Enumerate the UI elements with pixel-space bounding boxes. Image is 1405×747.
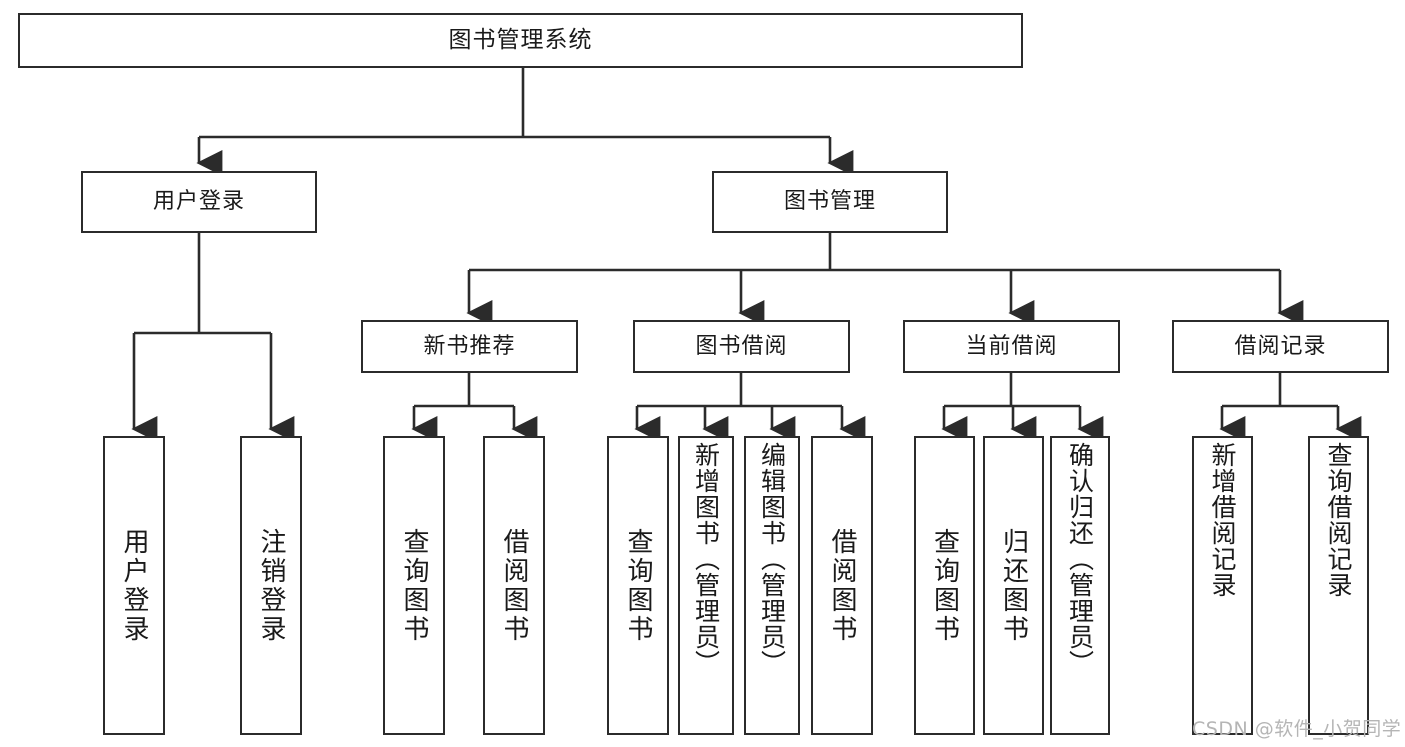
node-label: 用户登录: [152, 189, 245, 215]
node-label: 新书推荐: [423, 333, 516, 359]
node-leaf-query-book-borrow[interactable]: 查询图书: [607, 436, 669, 735]
node-label: 注销登录: [256, 527, 286, 644]
node-label: 新增借阅记录: [1208, 442, 1237, 598]
node-label: 借阅图书: [499, 527, 529, 644]
node-leaf-query-borrow-record[interactable]: 查询借阅记录: [1308, 436, 1369, 735]
node-label: 借阅记录: [1234, 333, 1327, 359]
node-leaf-add-borrow-record[interactable]: 新增借阅记录: [1192, 436, 1253, 735]
node-leaf-borrow-book-recommend[interactable]: 借阅图书: [483, 436, 545, 735]
node-user-login[interactable]: 用户登录: [81, 171, 317, 233]
node-label: 查询图书: [623, 527, 653, 644]
node-leaf-confirm-return[interactable]: 确认归还（管理员）: [1050, 436, 1110, 735]
node-label: 当前借阅: [965, 333, 1058, 359]
node-leaf-add-book[interactable]: 新增图书（管理员）: [678, 436, 734, 735]
node-leaf-query-book-recommend[interactable]: 查询图书: [383, 436, 445, 735]
node-book-borrow[interactable]: 图书借阅: [633, 320, 850, 373]
node-label: 图书借阅: [695, 333, 788, 359]
node-label: 用户登录: [119, 527, 149, 644]
node-new-book-recommend[interactable]: 新书推荐: [361, 320, 578, 373]
node-leaf-user-logout[interactable]: 注销登录: [240, 436, 302, 735]
node-leaf-query-book-current[interactable]: 查询图书: [914, 436, 975, 735]
node-label: 归还图书: [998, 527, 1029, 644]
node-leaf-user-login[interactable]: 用户登录: [103, 436, 165, 735]
node-leaf-borrow-book[interactable]: 借阅图书: [811, 436, 873, 735]
node-label: 确认归还（管理员）: [1065, 442, 1095, 676]
csdn-watermark: CSDN @软件_小贺同学: [1192, 718, 1402, 740]
node-current-borrow[interactable]: 当前借阅: [903, 320, 1120, 373]
node-root-book-management-system[interactable]: 图书管理系统: [18, 13, 1023, 68]
node-book-manage[interactable]: 图书管理: [712, 171, 948, 233]
node-label: 查询图书: [399, 527, 429, 644]
node-leaf-return-book[interactable]: 归还图书: [983, 436, 1044, 735]
node-label: 借阅图书: [827, 527, 857, 644]
node-label: 图书管理: [783, 189, 876, 215]
node-label: 图书管理系统: [448, 27, 593, 54]
node-label: 新增图书（管理员）: [691, 442, 721, 676]
node-label: 编辑图书（管理员）: [757, 442, 787, 676]
node-leaf-edit-book[interactable]: 编辑图书（管理员）: [744, 436, 800, 735]
node-label: 查询借阅记录: [1324, 442, 1353, 598]
node-label: 查询图书: [929, 527, 960, 644]
node-borrow-record[interactable]: 借阅记录: [1172, 320, 1389, 373]
